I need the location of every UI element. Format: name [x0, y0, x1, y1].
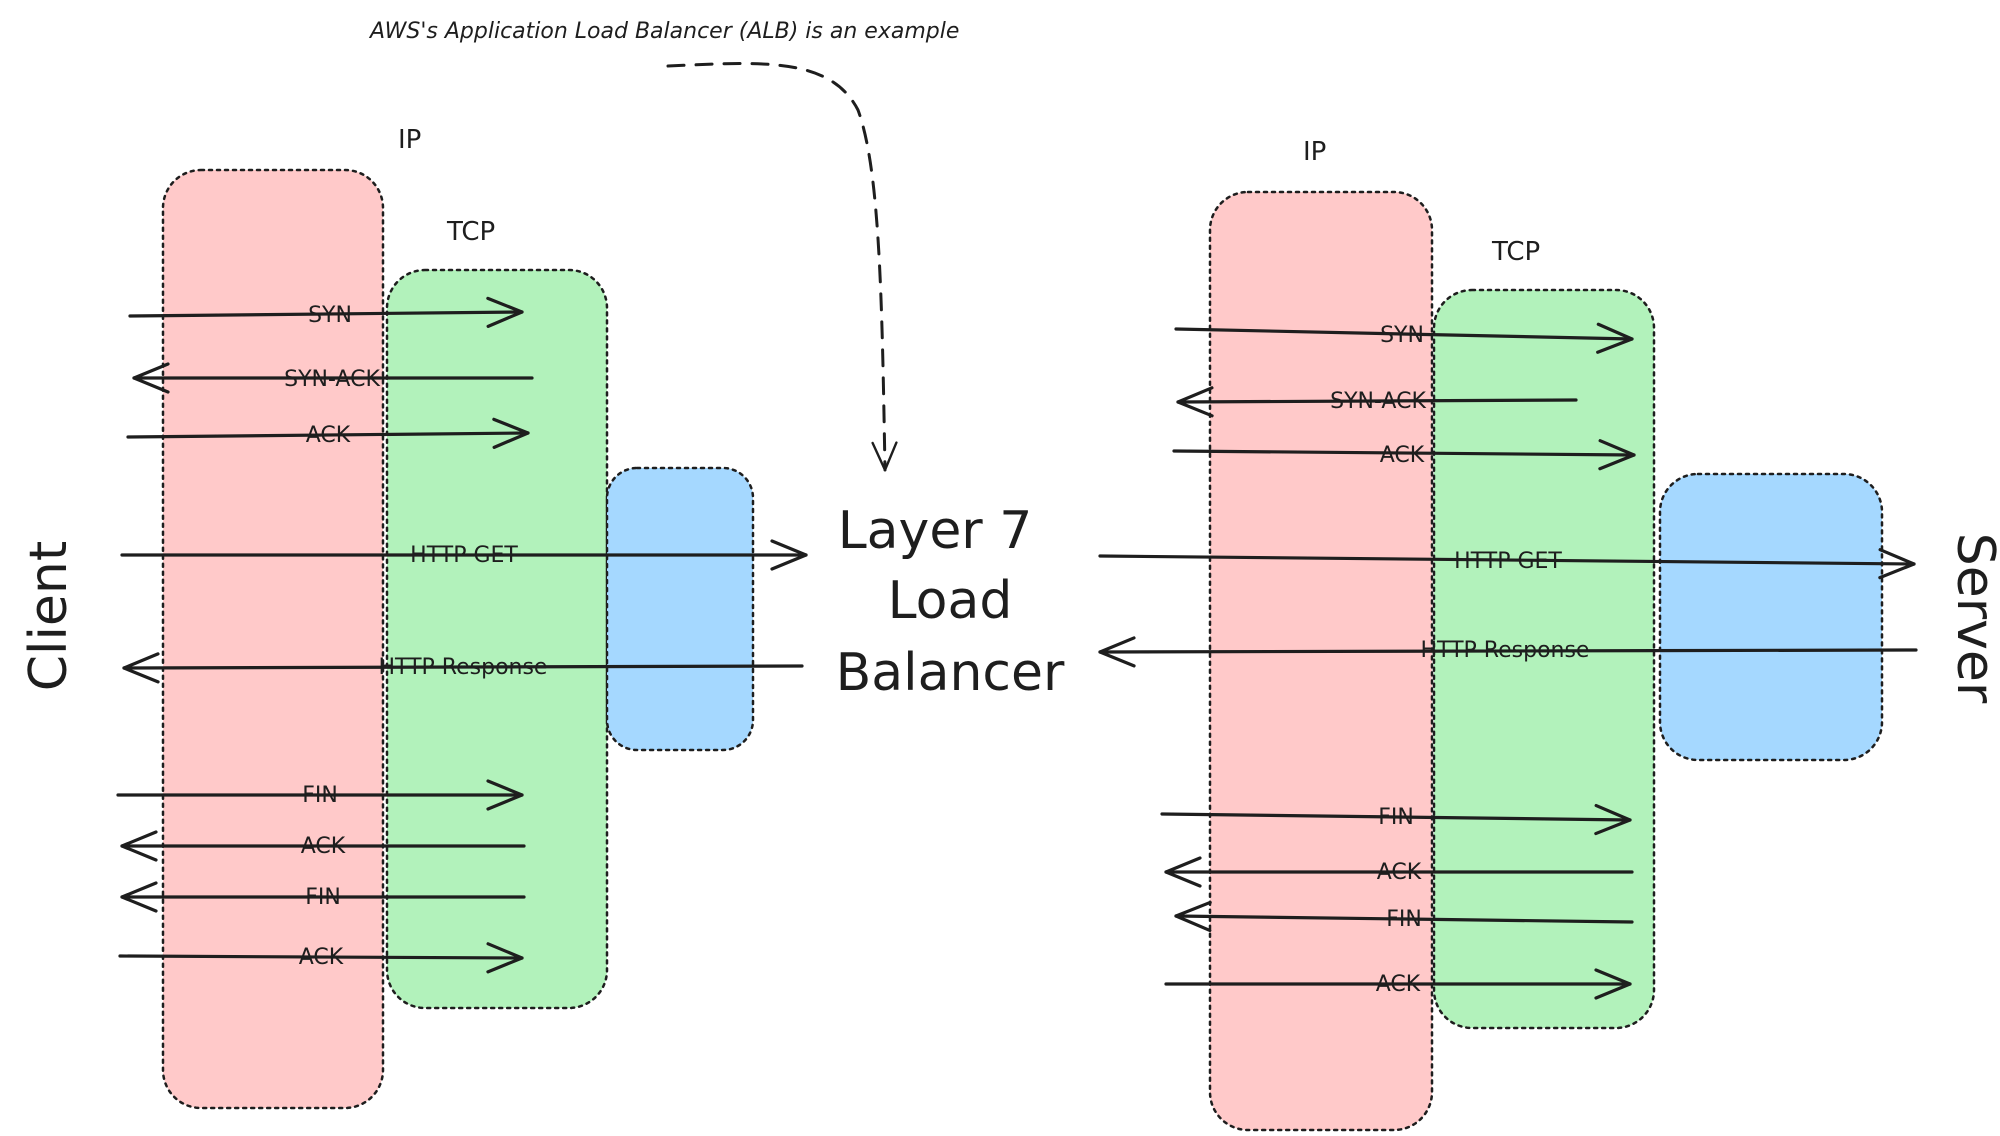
left-msg-ack: ACK	[126, 417, 530, 449]
left-msg-http-response: HTTP Response	[122, 652, 804, 684]
right-messages: SYN SYN-ACK ACK HTTP GET HTTP Response F…	[1098, 322, 1918, 1000]
right-protocol-stack: IP TCP	[1208, 137, 1884, 1132]
left-msg-label: SYN-ACK	[284, 367, 380, 392]
left-msg-ack-3: ACK	[118, 942, 524, 974]
left-tcp-label: TCP	[446, 217, 495, 247]
left-msg-syn: SYN	[128, 296, 524, 328]
right-ip-layer	[1208, 190, 1434, 1132]
left-protocol-stack: IP TCP	[161, 125, 755, 1110]
right-msg-label: ACK	[1376, 972, 1421, 997]
left-msg-label: HTTP Response	[379, 655, 548, 680]
lb-line-2: Load	[888, 571, 1013, 631]
right-msg-fin: FIN	[1160, 803, 1632, 836]
right-msg-label: HTTP Response	[1421, 638, 1590, 663]
right-msg-fin-2: FIN	[1174, 900, 1634, 933]
server-label: Server	[1945, 533, 2000, 704]
right-msg-label: FIN	[1378, 805, 1414, 830]
left-messages: SYN SYN-ACK ACK HTTP GET HTTP Response F…	[116, 296, 808, 974]
right-msg-label: SYN-ACK	[1330, 389, 1426, 414]
right-msg-label: HTTP GET	[1454, 549, 1562, 574]
right-msg-syn: SYN	[1174, 322, 1634, 354]
left-msg-fin-2: FIN	[120, 881, 526, 913]
left-ip-label: IP	[398, 125, 421, 155]
right-msg-http-get: HTTP GET	[1098, 548, 1916, 580]
right-msg-label: ACK	[1377, 860, 1422, 885]
left-msg-label: FIN	[302, 783, 338, 808]
left-msg-label: FIN	[305, 885, 341, 910]
right-msg-label: ACK	[1380, 443, 1425, 468]
left-msg-label: SYN	[308, 303, 352, 328]
right-msg-ack-2: ACK	[1164, 856, 1634, 888]
left-msg-syn-ack: SYN-ACK	[132, 362, 534, 394]
right-msg-http-response: HTTP Response	[1098, 636, 1918, 668]
right-tcp-label: TCP	[1491, 237, 1540, 267]
annotation-arrow	[666, 62, 898, 472]
alb-annotation: AWS's Application Load Balancer (ALB) is…	[368, 19, 959, 44]
right-app-layer	[1658, 472, 1884, 762]
right-msg-ack-3: ACK	[1164, 968, 1632, 1000]
left-msg-http-get: HTTP GET	[120, 539, 808, 571]
right-msg-label: SYN	[1380, 323, 1424, 348]
left-ip-layer	[161, 168, 385, 1110]
left-msg-ack-2: ACK	[120, 830, 526, 862]
left-msg-label: ACK	[306, 423, 351, 448]
left-msg-fin: FIN	[116, 779, 524, 811]
left-msg-label: HTTP GET	[410, 543, 518, 568]
right-tcp-layer	[1432, 288, 1656, 1030]
left-msg-label: ACK	[299, 945, 344, 970]
left-tcp-layer	[385, 268, 609, 1010]
right-msg-label: FIN	[1386, 907, 1422, 932]
client-label: Client	[19, 541, 79, 692]
right-msg-syn-ack: SYN-ACK	[1176, 386, 1578, 418]
left-app-layer	[605, 466, 755, 752]
left-msg-label: ACK	[301, 834, 346, 859]
lb-line-1: Layer 7	[838, 501, 1033, 561]
right-msg-ack: ACK	[1172, 439, 1636, 471]
right-ip-label: IP	[1303, 137, 1326, 167]
lb-line-3: Balancer	[836, 643, 1065, 703]
load-balancer-title: Layer 7 Load Balancer	[836, 501, 1065, 703]
